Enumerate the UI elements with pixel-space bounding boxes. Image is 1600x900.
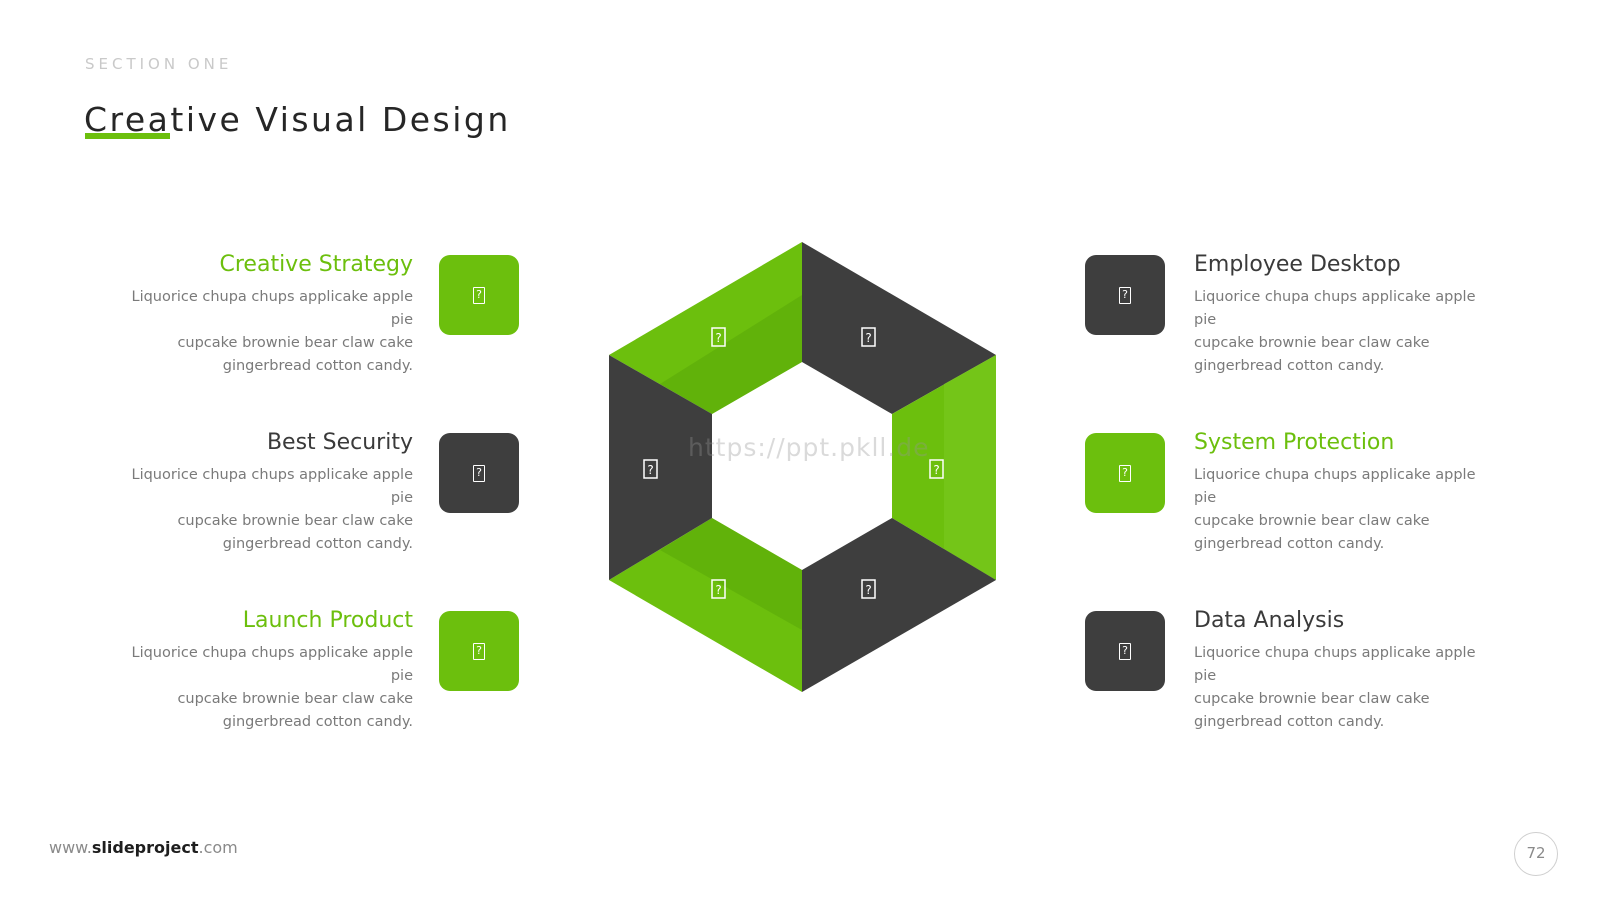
desc-line: cupcake brownie bear claw cake xyxy=(1194,513,1430,529)
employee-desktop-icon-box: ? xyxy=(1085,255,1165,335)
item-description: Liquorice chupa chups applicake apple pi… xyxy=(113,286,414,378)
svg-text:?: ? xyxy=(933,463,939,477)
item-system-protection: System Protection Liquorice chupa chups … xyxy=(1194,428,1494,556)
section-label: SECTION ONE xyxy=(85,55,233,73)
slide-title: Creative Visual Design xyxy=(84,100,511,140)
placeholder-icon: ? xyxy=(1119,464,1131,482)
item-title: System Protection xyxy=(1194,430,1395,455)
desc-line: Liquorice chupa chups applicake apple pi… xyxy=(131,289,414,328)
svg-text:?: ? xyxy=(865,331,871,345)
svg-text:?: ? xyxy=(715,331,721,345)
desc-line: Liquorice chupa chups applicake apple pi… xyxy=(1194,645,1476,684)
placeholder-icon: ? xyxy=(1119,642,1131,660)
hex-segment-bottom-left-shade xyxy=(660,518,802,630)
placeholder-icon: ? xyxy=(473,642,485,660)
hex-icon-top-left: ? xyxy=(711,327,726,347)
site-brand: slideproject xyxy=(91,838,199,857)
site-prefix: www. xyxy=(49,838,92,857)
hex-segment-bottom-right xyxy=(802,518,996,692)
placeholder-icon: ? xyxy=(473,464,485,482)
hex-segment-top-right xyxy=(802,242,996,414)
svg-text:?: ? xyxy=(715,583,721,597)
item-description: Liquorice chupa chups applicake apple pi… xyxy=(113,464,414,556)
system-protection-icon-box: ? xyxy=(1085,433,1165,513)
best-security-icon-box: ? xyxy=(439,433,519,513)
hex-segment-left xyxy=(609,355,712,580)
hex-segment-top-left-shade xyxy=(660,295,802,414)
hex-icon-bottom-left: ? xyxy=(711,579,726,599)
hex-icon-bottom-right: ? xyxy=(861,579,876,599)
item-description: Liquorice chupa chups applicake apple pi… xyxy=(1194,286,1494,378)
desc-line: gingerbread cotton candy. xyxy=(1194,358,1385,374)
hex-segment-right-shade xyxy=(944,355,996,580)
footer-website[interactable]: www.slideproject.com xyxy=(49,838,238,857)
desc-line: gingerbread cotton candy. xyxy=(1194,714,1385,730)
item-title: Data Analysis xyxy=(1194,608,1345,633)
item-creative-strategy: Creative Strategy Liquorice chupa chups … xyxy=(113,250,414,378)
svg-text:?: ? xyxy=(865,583,871,597)
item-title: Creative Strategy xyxy=(219,252,414,277)
desc-line: cupcake brownie bear claw cake xyxy=(177,335,413,351)
item-title: Employee Desktop xyxy=(1194,252,1401,277)
desc-line: Liquorice chupa chups applicake apple pi… xyxy=(1194,467,1476,506)
launch-product-icon-box: ? xyxy=(439,611,519,691)
placeholder-icon: ? xyxy=(473,286,485,304)
placeholder-icon: ? xyxy=(1119,286,1131,304)
desc-line: gingerbread cotton candy. xyxy=(222,714,413,730)
item-data-analysis: Data Analysis Liquorice chupa chups appl… xyxy=(1194,606,1494,734)
desc-line: cupcake brownie bear claw cake xyxy=(177,513,413,529)
hex-icon-right: ? xyxy=(929,459,944,479)
data-analysis-icon-box: ? xyxy=(1085,611,1165,691)
site-suffix: .com xyxy=(198,838,238,857)
creative-strategy-icon-box: ? xyxy=(439,255,519,335)
item-launch-product: Launch Product Liquorice chupa chups app… xyxy=(113,606,414,734)
title-underline xyxy=(85,133,170,139)
desc-line: cupcake brownie bear claw cake xyxy=(177,691,413,707)
svg-text:?: ? xyxy=(647,463,653,477)
item-description: Liquorice chupa chups applicake apple pi… xyxy=(113,642,414,734)
desc-line: Liquorice chupa chups applicake apple pi… xyxy=(131,467,414,506)
item-title: Best Security xyxy=(266,430,413,455)
item-description: Liquorice chupa chups applicake apple pi… xyxy=(1194,642,1494,734)
watermark-text: https://ppt.pkll.de xyxy=(688,433,930,462)
desc-line: Liquorice chupa chups applicake apple pi… xyxy=(131,645,414,684)
item-description: Liquorice chupa chups applicake apple pi… xyxy=(1194,464,1494,556)
desc-line: Liquorice chupa chups applicake apple pi… xyxy=(1194,289,1476,328)
page-number: 72 xyxy=(1514,832,1558,876)
hex-icon-top-right: ? xyxy=(861,327,876,347)
desc-line: gingerbread cotton candy. xyxy=(222,536,413,552)
item-employee-desktop: Employee Desktop Liquorice chupa chups a… xyxy=(1194,250,1494,378)
desc-line: cupcake brownie bear claw cake xyxy=(1194,335,1430,351)
desc-line: gingerbread cotton candy. xyxy=(222,358,413,374)
item-best-security: Best Security Liquorice chupa chups appl… xyxy=(113,428,414,556)
desc-line: gingerbread cotton candy. xyxy=(1194,536,1385,552)
desc-line: cupcake brownie bear claw cake xyxy=(1194,691,1430,707)
hex-icon-left: ? xyxy=(643,459,658,479)
item-title: Launch Product xyxy=(242,608,413,633)
